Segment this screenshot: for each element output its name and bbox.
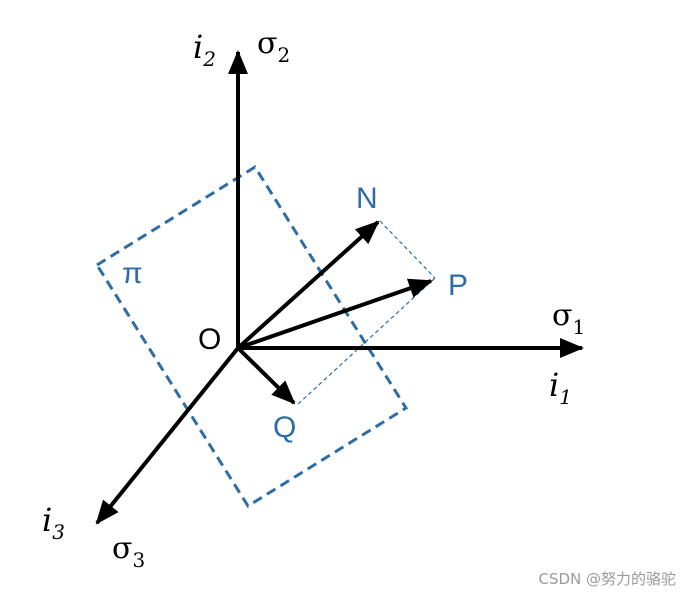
sigma3-axis	[95, 346, 240, 525]
watermark-text: CSDN @努力的骆驼	[538, 570, 676, 588]
label-i2: i2	[193, 28, 216, 71]
label-q: Q	[273, 411, 296, 444]
label-sigma3: σ3	[112, 531, 145, 572]
label-origin: O	[198, 323, 221, 356]
vector-op	[237, 278, 433, 350]
pi-plane-outline	[94, 164, 409, 509]
p-to-q-dashed-line	[296, 277, 436, 406]
label-i1: i1	[549, 366, 572, 409]
label-sigma2: σ2	[257, 26, 290, 67]
label-pi: π	[122, 257, 143, 290]
label-sigma1: σ1	[552, 298, 585, 339]
label-i3: i3	[42, 501, 65, 544]
vector-on	[236, 220, 380, 350]
vector-oq	[236, 346, 296, 405]
n-to-p-dashed-line	[379, 220, 436, 279]
label-n: N	[356, 182, 378, 215]
label-p: P	[448, 269, 468, 302]
